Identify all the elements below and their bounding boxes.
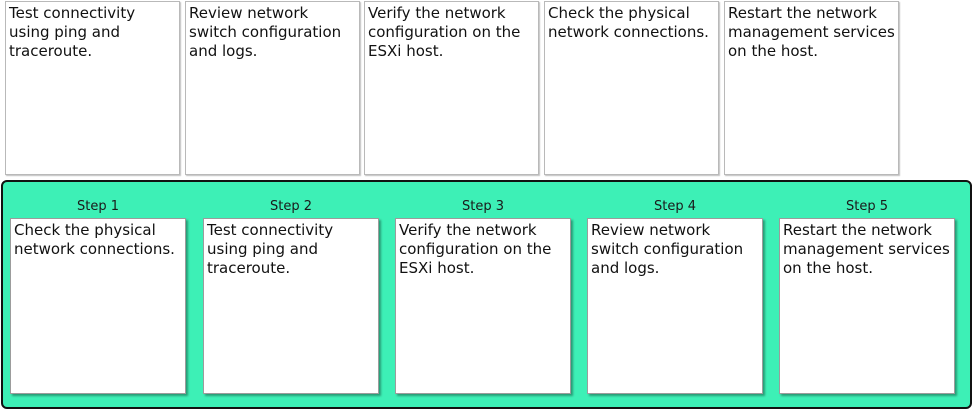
answer-choice-text: Test connectivity using ping and tracero… bbox=[9, 4, 136, 60]
answer-choice-card[interactable]: Verify the network configuration on the … bbox=[364, 1, 539, 175]
answer-choice-text: Review network switch configuration and … bbox=[189, 4, 342, 60]
answer-choice-card[interactable]: Test connectivity using ping and tracero… bbox=[5, 1, 180, 175]
step-answer-card[interactable]: Check the physical network connections. bbox=[10, 218, 186, 394]
step-answer-text: Restart the network management services … bbox=[783, 221, 950, 277]
answer-choice-card[interactable]: Check the physical network connections. bbox=[544, 1, 719, 175]
answer-choice-text: Verify the network configuration on the … bbox=[368, 4, 521, 60]
step-answer-card[interactable]: Verify the network configuration on the … bbox=[395, 218, 571, 394]
step-slot-1: Step 1 Check the physical network connec… bbox=[10, 198, 186, 394]
step-answer-text: Verify the network configuration on the … bbox=[399, 221, 552, 277]
step-slot-5: Step 5 Restart the network management se… bbox=[779, 198, 955, 394]
answer-choice-text: Check the physical network connections. bbox=[548, 4, 709, 41]
step-slot-3: Step 3 Verify the network configuration … bbox=[395, 198, 571, 394]
answer-choices-row: Test connectivity using ping and tracero… bbox=[5, 1, 899, 175]
step-label: Step 4 bbox=[653, 199, 696, 214]
step-answer-card[interactable]: Test connectivity using ping and tracero… bbox=[203, 218, 379, 394]
answer-choice-card[interactable]: Review network switch configuration and … bbox=[185, 1, 360, 175]
step-answer-text: Review network switch configuration and … bbox=[591, 221, 744, 277]
step-answer-card[interactable]: Restart the network management services … bbox=[779, 218, 955, 394]
answer-choice-card[interactable]: Restart the network management services … bbox=[724, 1, 899, 175]
step-label: Step 1 bbox=[76, 199, 119, 214]
step-label: Step 5 bbox=[845, 199, 888, 214]
step-answer-card[interactable]: Review network switch configuration and … bbox=[587, 218, 763, 394]
step-slot-2: Step 2 Test connectivity using ping and … bbox=[203, 198, 379, 394]
step-label: Step 3 bbox=[461, 199, 504, 214]
step-answer-text: Check the physical network connections. bbox=[14, 221, 175, 258]
ordered-steps-drop-zone[interactable]: Step 1 Check the physical network connec… bbox=[1, 180, 972, 409]
step-slot-4: Step 4 Review network switch configurati… bbox=[587, 198, 763, 394]
step-label: Step 2 bbox=[269, 199, 312, 214]
step-answer-text: Test connectivity using ping and tracero… bbox=[207, 221, 334, 277]
answer-choice-text: Restart the network management services … bbox=[728, 4, 895, 60]
